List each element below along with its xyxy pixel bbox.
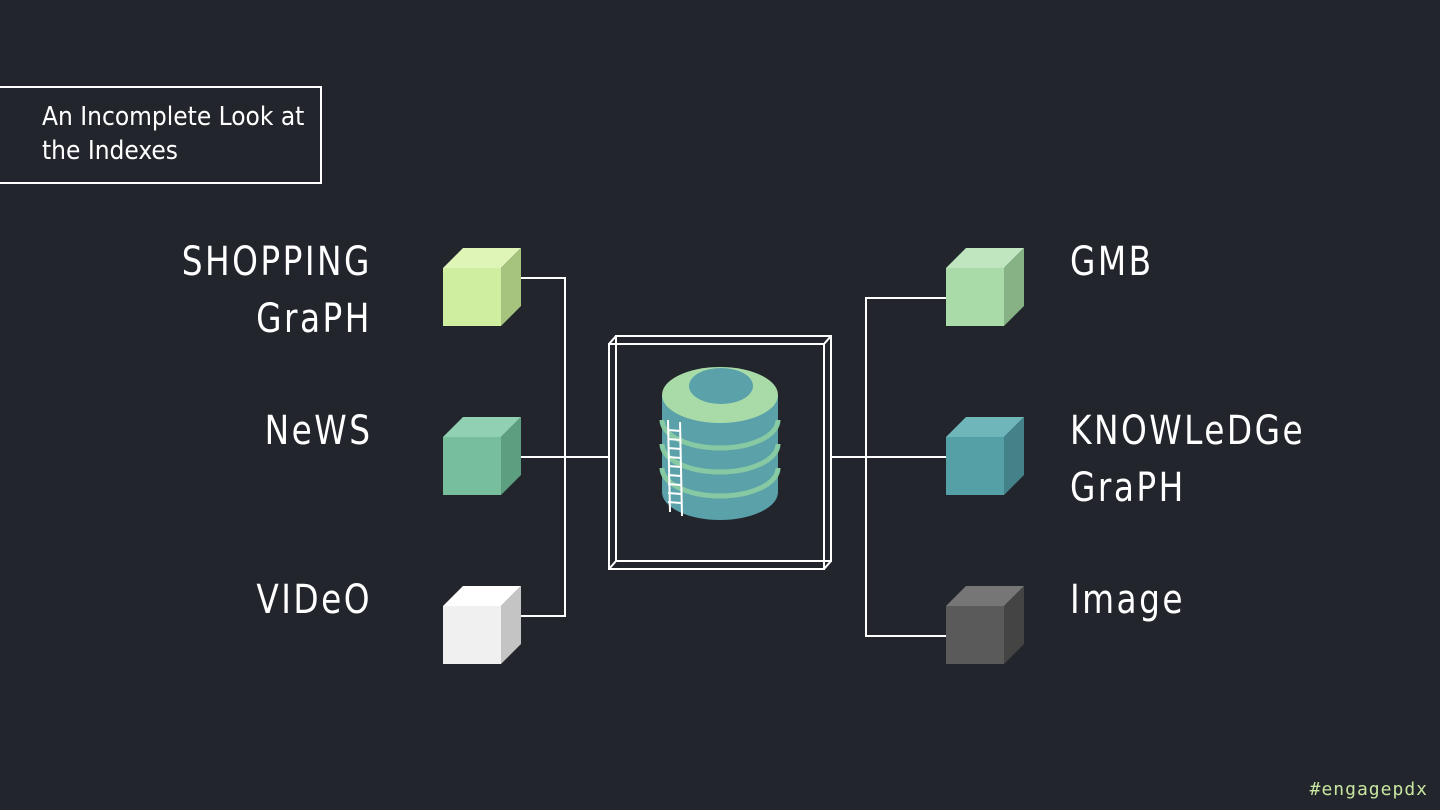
node-label-right-1: GMB <box>1070 239 1154 285</box>
database-icon <box>659 367 781 520</box>
node-label-left-3: VIDeO <box>256 577 372 623</box>
node-label-left-1: SHOPPING GraPH <box>181 239 372 342</box>
connector-image <box>865 457 946 637</box>
node-label-right-3: Image <box>1070 577 1186 623</box>
title-frame <box>0 86 322 184</box>
cube-icon <box>946 248 1024 326</box>
connector-shopping-graph <box>521 277 610 458</box>
connector-lines <box>521 277 946 637</box>
cube-icon <box>443 417 521 495</box>
slide-title: An Incomplete Look at the Indexes <box>42 102 305 166</box>
cube-icon <box>946 417 1024 495</box>
ladder-icon <box>667 419 683 517</box>
connector-gmb <box>830 297 946 458</box>
node-label-right-2: KNOWLeDGe GraPH <box>1070 408 1306 511</box>
connector-video <box>521 457 566 617</box>
hashtag-footer: #engagepdx <box>1309 779 1428 800</box>
cube-icon <box>443 586 521 664</box>
node-label-left-2: NeWS <box>264 408 372 454</box>
center-frame-box <box>608 335 832 570</box>
cube-icon <box>443 248 521 326</box>
cube-icon <box>946 586 1024 664</box>
